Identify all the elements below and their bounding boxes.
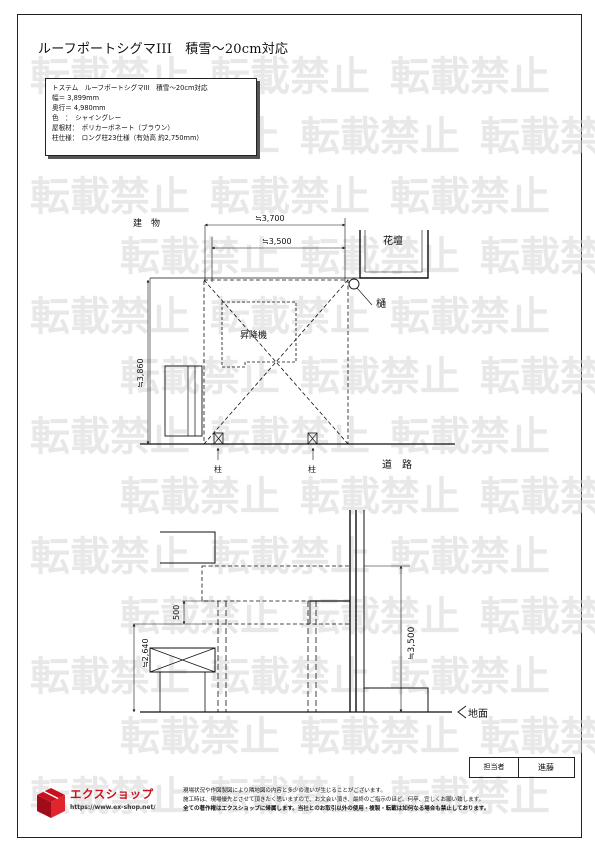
elevation-view — [132, 510, 467, 719]
watermark-text: 転載禁止 — [120, 234, 280, 280]
watermark-text: 転載禁止 — [300, 234, 460, 280]
watermark-text: 転載禁止 — [390, 414, 550, 460]
gutter-leader — [356, 287, 373, 306]
watermark-text: 転載禁止 — [300, 594, 460, 640]
watermark-text: 転載禁止 — [30, 414, 190, 460]
watermark-text: 転載禁止 — [210, 534, 370, 580]
plan-labels: 建 物 ≒3,700 ≒3,500 花壇 樋 昇降機 ≒3,860 柱 柱 道 … — [133, 214, 412, 474]
watermark-text: 転載禁止 — [480, 714, 595, 760]
watermark-text: 転載禁止 — [210, 774, 370, 820]
disclaimer: 現場状況や作図製図により隣地図の内容と多少の違いが生じることがございます。 施工… — [183, 787, 489, 814]
ground-arrow — [457, 705, 467, 719]
watermark-text: 転載禁止 — [210, 414, 370, 460]
staff-name: 進藤 — [538, 763, 554, 772]
logo-url: https://www.ex-shop.net/ — [70, 804, 156, 811]
watermark-text: 転載禁止 — [300, 714, 460, 760]
house-wall — [160, 531, 216, 564]
inner-dim-label: ≒3,500 — [262, 237, 292, 246]
spec-line: 色 ： シャイングレー — [52, 114, 122, 122]
planter — [359, 230, 429, 279]
pillar-cross — [213, 432, 224, 445]
logo: エクスショップ https://www.ex-shop.net/ — [34, 783, 166, 823]
watermark-text: 転載禁止 — [120, 714, 280, 760]
gutter-icon — [348, 278, 360, 290]
pillar-right — [307, 432, 318, 445]
ground-label: 地面 — [468, 707, 488, 720]
logo-box-icon — [37, 788, 65, 818]
watermark-text: 転載禁止 — [480, 594, 595, 640]
dim-2640-label: ≒2,640 — [141, 638, 150, 668]
watermark-text: 転載禁止 — [390, 654, 550, 700]
planter-label: 花壇 — [383, 234, 403, 247]
spec-box: トステム ルーフポートシグマIII 積雪～20cm対応 幅＝ 3,899mm 奥… — [45, 78, 257, 156]
watermark-text: 転載禁止 — [120, 594, 280, 640]
watermark-text: 転載禁止 — [390, 174, 550, 220]
watermark-text: 転載禁止 — [390, 774, 550, 820]
spec-line: 柱仕様： ロング柱23仕様（有効高 約2,750mm） — [52, 134, 204, 142]
side-structure — [164, 365, 203, 437]
watermark-text: 転載禁止 — [300, 114, 460, 160]
spec-line: 奥行＝ 4,980mm — [52, 104, 106, 112]
spec-line: トステム ルーフポートシグマIII 積雪～20cm対応 — [52, 84, 208, 92]
dim-500-label: 500 — [172, 605, 181, 620]
watermark-text: 転載禁止 — [480, 234, 595, 280]
dim-3500-label: ≒3,500 — [407, 626, 417, 660]
pillar-label: 柱 — [308, 464, 316, 474]
stair-cross — [149, 647, 216, 673]
watermark-text: 転載禁止 — [120, 474, 280, 520]
carport-roof-elev — [201, 565, 351, 602]
roof-diagonal — [203, 279, 349, 445]
lift-outline — [221, 301, 297, 368]
lift-label: 昇降機 — [240, 329, 267, 341]
height-dim-label: ≒3,860 — [136, 358, 145, 388]
spec-line: 幅＝ 3,899mm — [52, 94, 100, 102]
watermark-text: 転載禁止 — [390, 54, 550, 100]
watermark-text: 転載禁止 — [30, 654, 190, 700]
watermark-text: 転載禁止 — [390, 294, 550, 340]
watermark-text: 転載禁止 — [30, 534, 190, 580]
elevation-labels: 500 ≒2,640 ≒3,500 地面 — [141, 605, 488, 720]
watermark-text: 転載禁止 — [210, 654, 370, 700]
disclaimer-line: 現場状況や作図製図により隣地図の内容と多少の違いが生じることがございます。 — [183, 788, 386, 794]
disclaimer-line: 全ての著作権はエクスショップに帰属します。当社とのお取引以外の使用・複製・転載は… — [183, 806, 490, 812]
page-frame — [17, 14, 582, 838]
building-label: 建 物 — [133, 217, 160, 229]
pillar-cross — [307, 432, 318, 445]
pillar-left — [213, 432, 224, 445]
staff-label: 担当者 — [470, 758, 519, 777]
pillar-label: 柱 — [214, 464, 222, 474]
logo-text: エクスショップ — [70, 787, 154, 801]
stair-box — [149, 647, 216, 673]
roof-diagonal — [203, 279, 349, 445]
watermark-text: 転載禁止 — [300, 354, 460, 400]
page-title: ルーフポートシグマIII 積雪～20cm対応 — [38, 42, 289, 57]
gutter-label: 樋 — [376, 297, 386, 310]
road-label: 道 路 — [382, 458, 412, 471]
spec-line: 屋根材： ポリカーボネート（ブラウン） — [52, 124, 174, 132]
watermark-text: 転載禁止 — [30, 294, 190, 340]
watermark-text: 転載禁止 — [210, 174, 370, 220]
watermark-text: 転載禁止 — [480, 114, 595, 160]
plan-view — [140, 218, 455, 460]
watermark-text: 転載禁止 — [480, 474, 595, 520]
watermark-text: 転載禁止 — [480, 354, 595, 400]
watermark-text: 転載禁止 — [390, 534, 550, 580]
watermark-text: 転載禁止 — [30, 174, 190, 220]
disclaimer-line: 施工時は、現場優先とさせて頂きたく思いますので、お文会い頂き、最終のご指示のほど… — [183, 797, 485, 803]
watermark-text: 転載禁止 — [300, 474, 460, 520]
width-dim-label: ≒3,700 — [255, 214, 285, 223]
staff-box: 担当者 進藤 — [469, 757, 575, 778]
planter-elev — [364, 687, 429, 712]
